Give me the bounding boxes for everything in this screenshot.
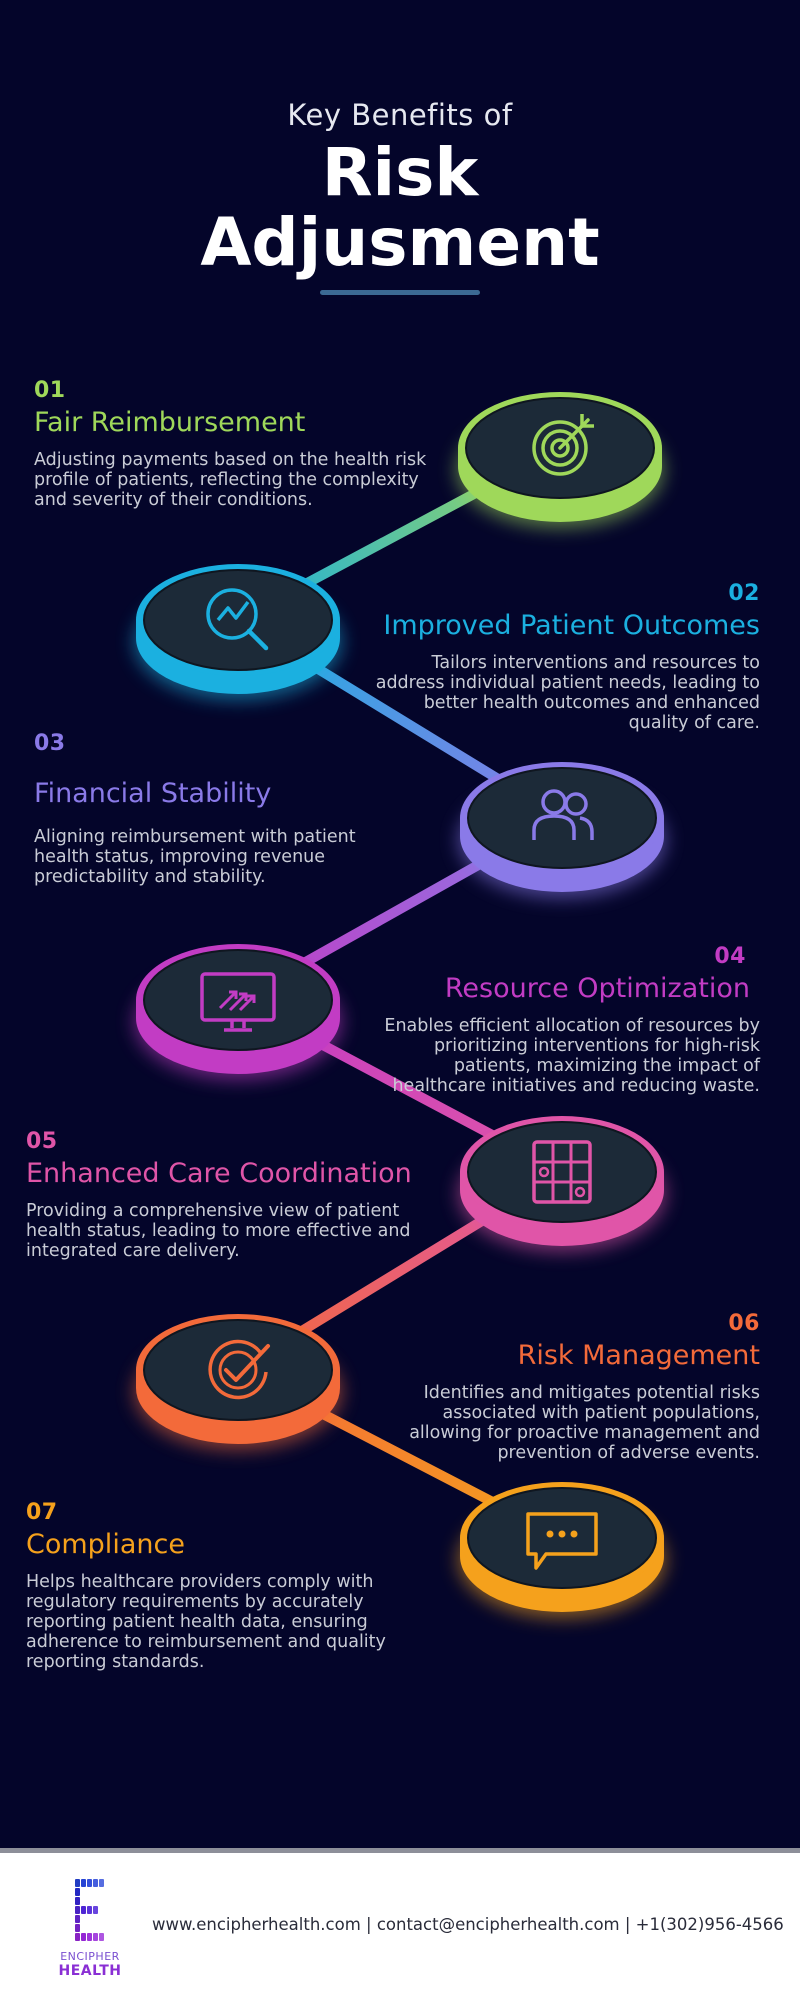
benefit-number: 02 [728,581,760,606]
benefit-item-6: 06 Risk Management Identifies and mitiga… [380,1311,760,1463]
check-circle-icon [208,1339,270,1400]
benefit-disc-1 [456,392,664,528]
benefit-title: Compliance [26,1529,185,1560]
logo-text-health: HEALTH [58,1963,122,1979]
benefit-description: Aligning reimbursement with patient heal… [34,827,356,887]
benefit-description: Helps healthcare providers comply with r… [26,1572,386,1672]
benefit-item-7: 07 Compliance Helps healthcare providers… [26,1500,416,1672]
benefit-disc-4 [134,944,342,1080]
contact-info: www.encipherhealth.com | contact@enciphe… [152,1915,784,1934]
benefit-disc-5 [458,1116,666,1252]
benefit-title: Financial Stability [34,778,272,809]
benefit-title: Risk Management [517,1340,760,1371]
grid-icon [532,1140,592,1204]
logo-text-encipher: ENCIPHER [60,1950,120,1963]
benefit-disc-2 [134,564,342,700]
benefit-disc-3 [458,762,666,898]
benefit-number: 01 [34,378,66,403]
benefit-title: Resource Optimization [444,973,750,1004]
benefit-title: Fair Reimbursement [34,407,306,438]
benefit-disc-6 [134,1314,342,1450]
benefit-title: Enhanced Care Coordination [26,1158,412,1189]
title-underline [320,290,480,295]
hero-title: Risk Adjusment [0,138,800,278]
benefit-item-3: 03 Financial Stability Aligning reimburs… [34,731,374,887]
benefit-disc-7 [458,1482,666,1618]
people-icon [532,789,594,840]
chat-bubble-icon [526,1512,598,1570]
benefit-description: Providing a comprehensive view of patien… [26,1201,411,1261]
benefit-item-4: 04 Resource Optimization Enables efficie… [370,944,760,1096]
benefit-title: Improved Patient Outcomes [383,610,760,641]
benefit-item-1: 01 Fair Reimbursement Adjusting payments… [34,378,434,510]
benefit-description: Adjusting payments based on the health r… [34,450,427,510]
benefit-description: Tailors interventions and resources to a… [375,653,760,733]
benefit-item-2: 02 Improved Patient Outcomes Tailors int… [370,581,760,733]
hero-subtitle: Key Benefits of [287,98,513,132]
monitor-growth-icon [200,972,276,1032]
benefits-diagram [134,392,666,1618]
benefit-item-5: 05 Enhanced Care Coordination Providing … [26,1129,446,1261]
footer: ENCIPHER HEALTH www.encipherhealth.com |… [0,1853,800,2000]
benefit-description: Enables efficient allocation of resource… [384,1016,760,1096]
benefit-description: Identifies and mitigates potential risks… [409,1383,760,1463]
logo-e-mark [75,1879,104,1941]
benefit-number: 04 [714,944,746,969]
hero-title-line2: Adjusment [200,204,600,281]
encipher-health-logo: ENCIPHER HEALTH [55,1877,125,1979]
benefit-number: 03 [34,731,66,756]
benefit-number: 05 [26,1129,58,1154]
benefit-number: 07 [26,1500,58,1525]
footer-divider [0,1848,800,1853]
hero-title-line1: Risk [321,134,479,211]
target-icon [532,414,594,476]
benefit-number: 06 [728,1311,760,1336]
magnifier-chart-icon [206,588,269,651]
